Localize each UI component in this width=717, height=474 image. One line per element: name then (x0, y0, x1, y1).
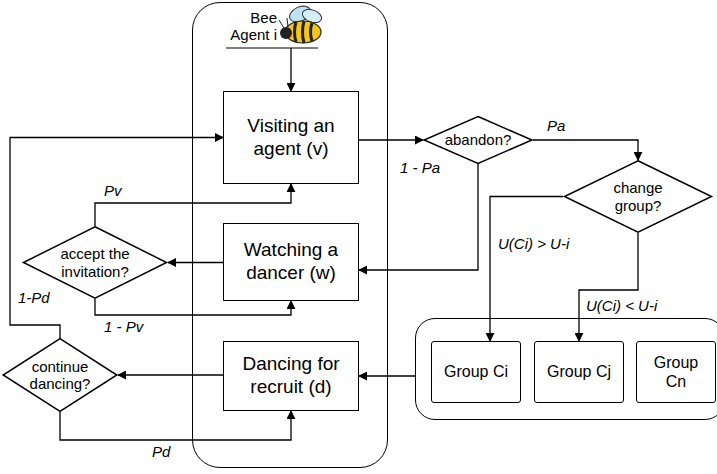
node-text: Group Ci (438, 360, 514, 383)
state-box: Dancing for recruit (d) (223, 341, 359, 411)
probability-label: Pv (102, 183, 124, 200)
probability-label: 1 - Pv (102, 319, 145, 336)
diamond-shape (23, 227, 166, 299)
probability-label: Pd (150, 444, 172, 461)
group-box: Group Cj (534, 341, 624, 403)
flow-arrow (533, 140, 638, 160)
decision-diamond: accept the invitation? (22, 226, 168, 299)
node-text: Watching a dancer (w) (224, 235, 358, 289)
flow-arrow (579, 233, 638, 341)
flow-arrow (359, 164, 478, 270)
probability-label: U(Ci) < U-i (584, 298, 659, 315)
flow-arrow (95, 299, 291, 315)
flow-arrow (95, 184, 291, 226)
group-container: Group Ci Group Cj Group Cn (415, 318, 717, 420)
group-box: Group Ci (431, 341, 521, 403)
group-box: Group Cn (636, 341, 716, 403)
flow-arrow (168, 262, 223, 263)
bee-icon (279, 3, 323, 43)
node-text: Dancing for recruit (d) (224, 349, 358, 403)
diamond-shape (565, 161, 712, 233)
node-text: abandon? (445, 131, 512, 148)
diamond-shape (3, 339, 117, 412)
agent-heading: Bee Agent i (215, 9, 277, 44)
probability-label: 1-Pd (16, 290, 52, 307)
decision-diamond: change group? (563, 160, 713, 233)
bee-head (280, 27, 292, 39)
state-box: Watching a dancer (w) (223, 223, 359, 301)
flow-arrow (290, 48, 291, 91)
agent-column: Bee Agent i Visiting an agent (v) Watching… (192, 2, 388, 468)
decision-diamond: continue dancing? (2, 338, 118, 412)
node-text: Visiting an agent (v) (224, 111, 358, 165)
flow-arrow (359, 375, 415, 376)
flow-arrow (118, 374, 223, 375)
node-text: change group? (592, 179, 685, 214)
probability-label: U(Ci) > U-i (496, 236, 571, 253)
node-text: Group Cn (637, 351, 715, 393)
bee-antenna (279, 18, 288, 28)
node-text: continue dancing? (24, 358, 96, 393)
state-box: Visiting an agent (v) (223, 91, 359, 184)
probability-label: Pa (545, 118, 567, 135)
bee-stripes (295, 21, 313, 43)
node-text: accept the invitation? (50, 245, 141, 280)
probability-label: 1 - Pa (398, 160, 442, 177)
node-text: Group Cj (541, 360, 617, 383)
flow-arrow (60, 411, 291, 440)
decision-diamond: abandon? (423, 116, 533, 164)
diamond-shape (424, 116, 532, 163)
flow-arrow (359, 139, 423, 140)
heading-underline (226, 47, 318, 48)
flow-arrow (490, 197, 563, 342)
